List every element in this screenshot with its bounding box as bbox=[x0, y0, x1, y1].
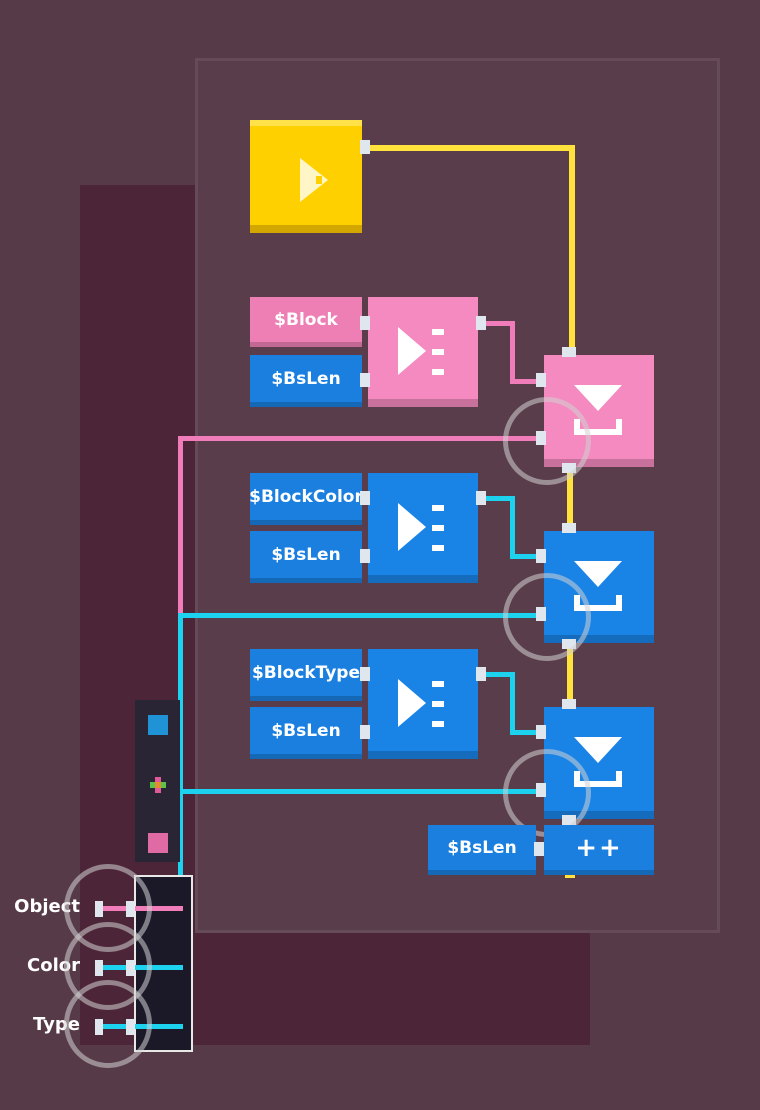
exec-in-port[interactable] bbox=[562, 523, 576, 533]
exec-wire bbox=[567, 470, 573, 530]
get-element-icon bbox=[398, 679, 444, 727]
block-variable[interactable]: $Block bbox=[250, 297, 362, 347]
block-length-variable[interactable]: $BsLen bbox=[250, 355, 362, 407]
object-wire bbox=[510, 321, 515, 384]
input-port[interactable] bbox=[360, 549, 370, 563]
output-port[interactable] bbox=[476, 667, 486, 681]
object-pin-icon bbox=[148, 833, 168, 853]
type-wire bbox=[178, 789, 543, 794]
port-highlight-ring bbox=[64, 980, 152, 1068]
play-triangle-icon bbox=[300, 158, 328, 202]
type-wire bbox=[510, 730, 545, 735]
input-port[interactable] bbox=[360, 725, 370, 739]
input-port[interactable] bbox=[360, 491, 370, 505]
port-highlight-ring bbox=[503, 749, 591, 837]
object-output-label: Object bbox=[14, 896, 80, 917]
exec-in-port[interactable] bbox=[562, 347, 576, 357]
get-at-node-color[interactable] bbox=[368, 473, 478, 583]
input-port[interactable] bbox=[360, 316, 370, 330]
exec-in-port[interactable] bbox=[562, 699, 576, 709]
object-wire bbox=[135, 906, 183, 911]
input-port[interactable] bbox=[360, 667, 370, 681]
input-port[interactable] bbox=[536, 373, 546, 387]
object-wire bbox=[510, 379, 545, 384]
input-port[interactable] bbox=[536, 549, 546, 563]
get-at-node-object[interactable] bbox=[368, 297, 478, 407]
type-pin-icon bbox=[150, 777, 166, 793]
exec-wire bbox=[365, 145, 575, 151]
input-port[interactable] bbox=[534, 842, 544, 856]
output-port[interactable] bbox=[476, 491, 486, 505]
type-length-variable[interactable]: $BsLen bbox=[250, 707, 362, 759]
port-highlight-ring bbox=[503, 397, 591, 485]
get-element-icon bbox=[398, 503, 444, 551]
color-wire bbox=[480, 496, 515, 501]
counter-variable[interactable]: $BsLen bbox=[428, 825, 536, 875]
input-port[interactable] bbox=[536, 725, 546, 739]
block-color-variable[interactable]: $BlockColor bbox=[249, 473, 363, 525]
object-wire bbox=[480, 321, 515, 326]
get-at-node-type[interactable] bbox=[368, 649, 478, 759]
exec-wire bbox=[567, 645, 573, 710]
output-port[interactable] bbox=[476, 316, 486, 330]
start-exec-port[interactable] bbox=[360, 140, 370, 154]
color-length-variable[interactable]: $BsLen bbox=[250, 531, 362, 583]
input-port[interactable] bbox=[360, 373, 370, 387]
pin-column bbox=[135, 700, 180, 862]
increment-node[interactable]: ++ bbox=[544, 825, 654, 875]
color-wire bbox=[510, 554, 545, 559]
color-pin-icon bbox=[148, 715, 168, 735]
exec-wire bbox=[569, 145, 575, 360]
color-wire bbox=[135, 965, 183, 970]
type-wire bbox=[135, 1024, 183, 1029]
type-wire bbox=[480, 672, 515, 677]
color-wire bbox=[510, 496, 515, 559]
block-type-variable[interactable]: $BlockType bbox=[250, 649, 362, 701]
start-node[interactable] bbox=[250, 120, 362, 233]
get-element-icon bbox=[398, 327, 444, 375]
type-wire bbox=[510, 672, 515, 735]
color-wire bbox=[178, 613, 543, 618]
port-highlight-ring bbox=[503, 573, 591, 661]
object-wire bbox=[178, 436, 543, 441]
